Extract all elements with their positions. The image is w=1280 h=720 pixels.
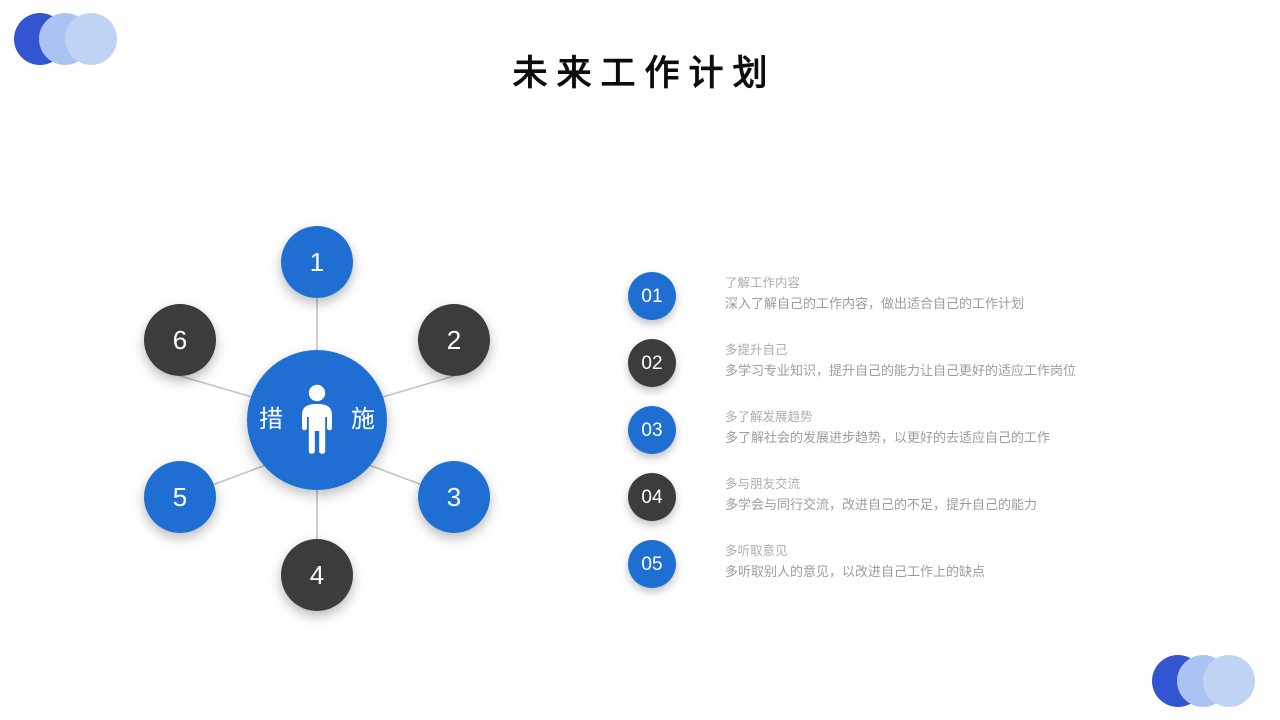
list-item-badge-01: 01 bbox=[628, 272, 676, 320]
list-item-description: 多学习专业知识，提升自己的能力让自己更好的适应工作岗位 bbox=[725, 363, 1077, 378]
list-item-badge-02: 02 bbox=[628, 339, 676, 387]
list-item-text-03: 多了解发展趋势 多了解社会的发展进步趋势，以更好的去适应自己的工作 bbox=[725, 407, 1145, 448]
list-item[interactable]: 04 多与朋友交流 多学会与同行交流，改进自己的不足，提升自己的能力 bbox=[628, 471, 1148, 538]
list-item[interactable]: 01 了解工作内容 深入了解自己的工作内容，做出适合自己的工作计划 bbox=[628, 270, 1148, 337]
list-item-description: 多了解社会的发展进步趋势，以更好的去适应自己的工作 bbox=[725, 430, 1051, 445]
list-item-description: 深入了解自己的工作内容，做出适合自己的工作计划 bbox=[725, 296, 1025, 311]
list-item-badge-03: 03 bbox=[628, 406, 676, 454]
list-item[interactable]: 02 多提升自己 多学习专业知识，提升自己的能力让自己更好的适应工作岗位 bbox=[628, 337, 1148, 404]
list-item-badge-05: 05 bbox=[628, 540, 676, 588]
person-icon bbox=[302, 384, 332, 454]
list-item-text-01: 了解工作内容 深入了解自己的工作内容，做出适合自己的工作计划 bbox=[725, 273, 1145, 314]
list-item-title: 多了解发展趋势 bbox=[725, 410, 813, 424]
list-item-title: 多与朋友交流 bbox=[725, 477, 801, 491]
hub-node-1[interactable]: 1 bbox=[281, 226, 353, 298]
list-item[interactable]: 03 多了解发展趋势 多了解社会的发展进步趋势，以更好的去适应自己的工作 bbox=[628, 404, 1148, 471]
logo-circle-light-blue-icon bbox=[65, 13, 117, 65]
list-item-text-05: 多听取意见 多听取别人的意见，以改进自己工作上的缺点 bbox=[725, 541, 1145, 582]
hub-node-5[interactable]: 5 bbox=[144, 461, 216, 533]
list-item-title: 了解工作内容 bbox=[725, 276, 801, 290]
hub-spoke-diagram: 措 施 1 2 3 4 5 6 bbox=[120, 215, 540, 625]
measures-list: 01 了解工作内容 深入了解自己的工作内容，做出适合自己的工作计划 02 多提升… bbox=[628, 270, 1148, 605]
logo-mark-top-left bbox=[14, 13, 117, 65]
list-item-text-04: 多与朋友交流 多学会与同行交流，改进自己的不足，提升自己的能力 bbox=[725, 474, 1145, 515]
list-item-description: 多学会与同行交流，改进自己的不足，提升自己的能力 bbox=[725, 497, 1038, 512]
hub-label-left: 措 bbox=[259, 406, 283, 433]
hub-node-6[interactable]: 6 bbox=[144, 304, 216, 376]
list-item-title: 多听取意见 bbox=[725, 544, 788, 558]
list-item-badge-04: 04 bbox=[628, 473, 676, 521]
list-item-title: 多提升自己 bbox=[725, 343, 788, 357]
hub-node-4[interactable]: 4 bbox=[281, 539, 353, 611]
logo-circle-light-blue-icon bbox=[1203, 655, 1255, 707]
hub-center-circle[interactable]: 措 施 bbox=[247, 350, 387, 490]
logo-mark-bottom-right bbox=[1152, 655, 1255, 707]
hub-node-2[interactable]: 2 bbox=[418, 304, 490, 376]
list-item[interactable]: 05 多听取意见 多听取别人的意见，以改进自己工作上的缺点 bbox=[628, 538, 1148, 605]
list-item-text-02: 多提升自己 多学习专业知识，提升自己的能力让自己更好的适应工作岗位 bbox=[725, 340, 1145, 381]
page-title: 未来工作计划 bbox=[512, 54, 777, 93]
hub-node-3[interactable]: 3 bbox=[418, 461, 490, 533]
list-item-description: 多听取别人的意见，以改进自己工作上的缺点 bbox=[725, 564, 986, 579]
hub-label-right: 施 bbox=[351, 406, 375, 433]
